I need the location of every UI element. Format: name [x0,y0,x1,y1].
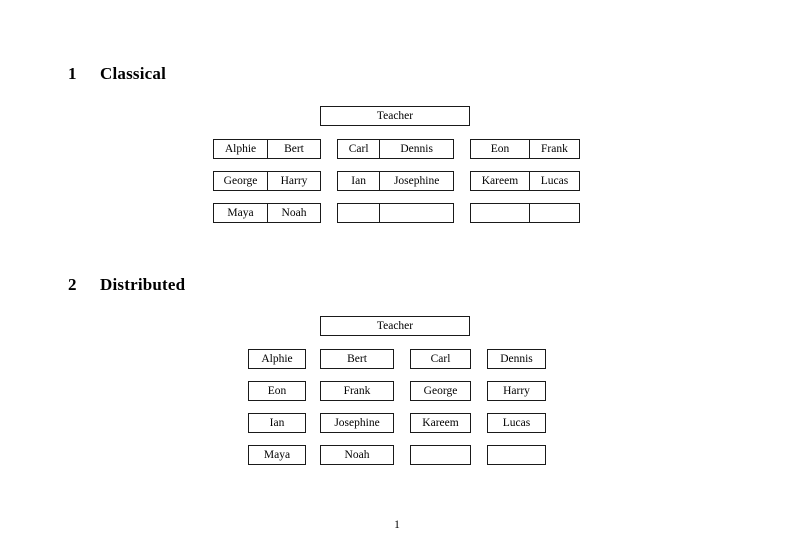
student-box: Alphie [248,349,306,369]
student-box: Carl [410,349,471,369]
student-cell: Frank [541,143,568,155]
student-cell: Bert [284,143,304,155]
student-cell-empty [471,204,530,222]
student-cell: Maya [214,204,268,222]
student-box: Noah [320,445,394,465]
student-cell-empty [338,204,381,222]
student-pair-row: George Harry [213,171,321,191]
section-heading-classical: 1 Classical [68,64,166,84]
student-box: Eon [248,381,306,401]
section-heading-distributed: 2 Distributed [68,275,185,295]
student-box: Harry [487,381,546,401]
teacher-box-distributed: Teacher [320,316,470,336]
student-cell: Dennis [400,143,433,155]
student-cell: Kareem [471,172,530,190]
student-box-empty [410,445,471,465]
student-cell: Josephine [393,175,440,187]
student-cell: Ian [338,172,381,190]
student-pair-row: Carl Dennis [337,139,454,159]
student-cell: Harry [280,175,308,187]
student-box: Josephine [320,413,394,433]
student-box: Maya [248,445,306,465]
student-cell: Noah [281,207,307,219]
teacher-box-classical: Teacher [320,106,470,126]
section-title: Distributed [100,275,186,294]
student-box-empty [487,445,546,465]
student-pair-row: Ian Josephine [337,171,454,191]
student-cell: Carl [338,140,381,158]
student-pair-row-empty [337,203,454,223]
student-box: George [410,381,471,401]
student-pair-row: Alphie Bert [213,139,321,159]
student-pair-row: Eon Frank [470,139,580,159]
student-cell: Eon [471,140,530,158]
student-box: Dennis [487,349,546,369]
student-cell: George [214,172,268,190]
student-cell: Alphie [214,140,268,158]
student-box: Bert [320,349,394,369]
page-number: 1 [394,519,400,531]
section-number: 2 [68,275,77,294]
student-pair-row: Kareem Lucas [470,171,580,191]
section-title: Classical [100,64,167,83]
student-cell-empty [380,204,453,222]
student-pair-row: Maya Noah [213,203,321,223]
student-cell: Lucas [540,175,569,187]
student-box: Kareem [410,413,471,433]
student-cell-empty [530,204,579,222]
student-pair-row-empty [470,203,580,223]
student-box: Frank [320,381,394,401]
section-number: 1 [68,64,77,83]
student-box: Ian [248,413,306,433]
student-box: Lucas [487,413,546,433]
